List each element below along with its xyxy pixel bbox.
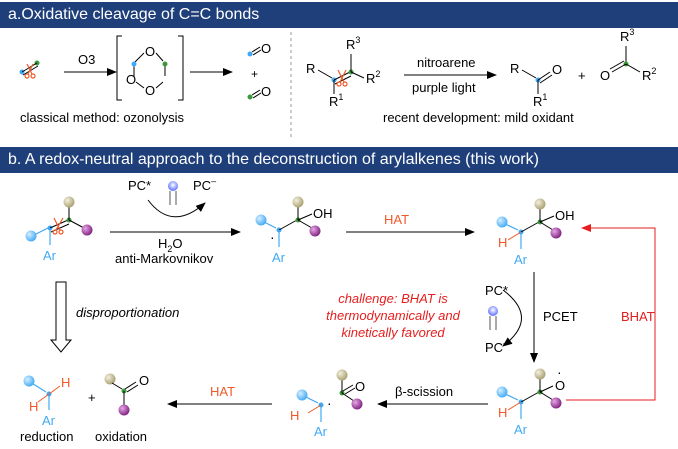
o-label-scission: O [355,379,365,394]
oxidation-label: oxidation [95,429,147,444]
anti-markovnikov-label: anti-Markovnikov [115,251,214,266]
oh-label-2: OH [555,208,575,223]
plus-sign-a2: + [578,68,586,83]
disproportionation-path: disproportionation [49,281,179,353]
reduction-label: reduction [20,429,73,444]
challenge-line-2: thermodynamically and [326,308,460,323]
scission-intermediate: H Ar · O [290,369,365,439]
pc-curved-arrow [147,199,206,218]
bhat-loop: BHAT [566,224,656,401]
ketone-product-1: R O R1 [510,61,562,109]
reagent-nitroarene: nitroarene [417,55,476,70]
alkoxy-radical: H O · Ar [496,364,565,437]
section-b-title: b. A redox-neutral approach to the decon… [8,151,539,168]
product2-o: O [600,68,610,83]
alkene-substrate-a [19,60,40,79]
reduction-product: H H Ar reduction [20,375,73,444]
aryl-label-substrate: Ar [43,248,57,263]
substrate-r: R [306,61,315,76]
aryl-label-alkoxy: Ar [514,422,528,437]
h-label-reduction-2: H [29,399,38,414]
pc-minus-pcet: PC– [485,338,508,355]
substrate-r3: R3 [346,35,360,52]
pc-star-step1: PC* [128,178,151,193]
substrate-r1: R1 [329,92,343,109]
photocatalysis-step: PC* PC– H2O anti-Markovnikov [110,176,241,266]
ozonolysis-scheme: O3 O O O O [19,35,271,125]
carbonyl-o-2: O [261,84,271,99]
section-a-title: a.Oxidative cleavage of C=C bonds [8,6,260,23]
ozonide-bracket: O O O [116,35,184,101]
beta-scission-label: β-scission [395,384,453,399]
carbonyl-o-1: O [261,41,271,56]
aryl-label-scission: Ar [314,424,328,439]
section-b-banner: b. A redox-neutral approach to the decon… [0,147,678,173]
hollow-arrow [49,281,73,353]
radical-alcohol-intermediate: · OH Ar [255,196,333,265]
disproportionation-label: disproportionation [76,305,179,320]
light-bulb-icon [168,181,178,205]
tetrasubstituted-alkene: R R1 R3 R2 [306,35,380,109]
hat-label-bottom: HAT [210,384,235,399]
pc-star-pcet: PC* [485,283,508,298]
h-label-alkoxy: H [498,405,507,420]
oh-label-1: OH [313,206,333,221]
h-label-reduction-1: H [61,375,70,390]
scissors-icon [24,63,36,79]
aryl-label-alcohol: Ar [514,252,528,267]
water-reagent: H2O [158,236,183,254]
radical-dot-1: · [270,229,275,245]
recent-caption: recent development: mild oxidant [383,110,574,125]
scissors-icon-b [52,217,64,235]
anti-markovnikov-alcohol: H OH Ar [496,198,575,267]
reagent-purple-light: purple light [412,80,476,95]
challenge-note: challenge: BHAT is thermodynamically and… [326,291,460,340]
ozonide-o-top: O [145,44,155,59]
product2-r2: R2 [642,66,656,83]
o-label-oxidation: O [139,373,149,388]
oxidation-product: O oxidation [95,373,149,444]
product1-r: R [510,61,519,76]
section-a-banner: a.Oxidative cleavage of C=C bonds [0,2,678,28]
nitroarene-scheme: R R1 R3 R2 nitroarene [306,27,656,125]
pc-minus-step1: PC– [193,176,216,193]
classical-caption: classical method: ozonolysis [20,110,185,125]
carbonyl-product-green: O [247,84,271,100]
scissors-icon-recent [336,69,348,87]
aryl-label-reduction: Ar [42,413,56,428]
plus-sign-b: + [88,390,96,405]
challenge-line-3: kinetically favored [341,325,445,340]
o-label-alkoxy: O [555,378,565,393]
bhat-label: BHAT [621,309,655,324]
ketone-product-2: R3 O R2 [600,27,656,83]
product1-r1: R1 [533,92,547,109]
challenge-line-1: challenge: BHAT is [338,291,448,306]
aryl-label-radical: Ar [272,250,286,265]
pcet-step: PC* PC– PCET [485,272,578,363]
h-label-scission: H [290,408,299,423]
pcet-curved-arrow [502,289,522,347]
ozonide-o-left: O [126,72,136,87]
ozone-reagent: O3 [78,52,95,67]
bhat-arrow [566,224,656,401]
radical-dot-alkoxy: · [557,364,562,380]
ozonide-o-bottom: O [145,83,155,98]
arylalkene-substrate: Ar [25,196,93,263]
product1-o: O [552,62,562,77]
substrate-r2: R2 [366,69,380,86]
hat-label-top: HAT [384,212,409,227]
light-bulb-icon-pcet [488,306,498,330]
product2-r3: R3 [620,27,634,44]
carbonyl-product-blue: O [247,41,271,57]
pcet-label: PCET [543,309,578,324]
h-label-alcohol: H [498,235,507,250]
plus-sign-a1: + [251,67,258,81]
radical-dot-scission: · [327,395,332,411]
